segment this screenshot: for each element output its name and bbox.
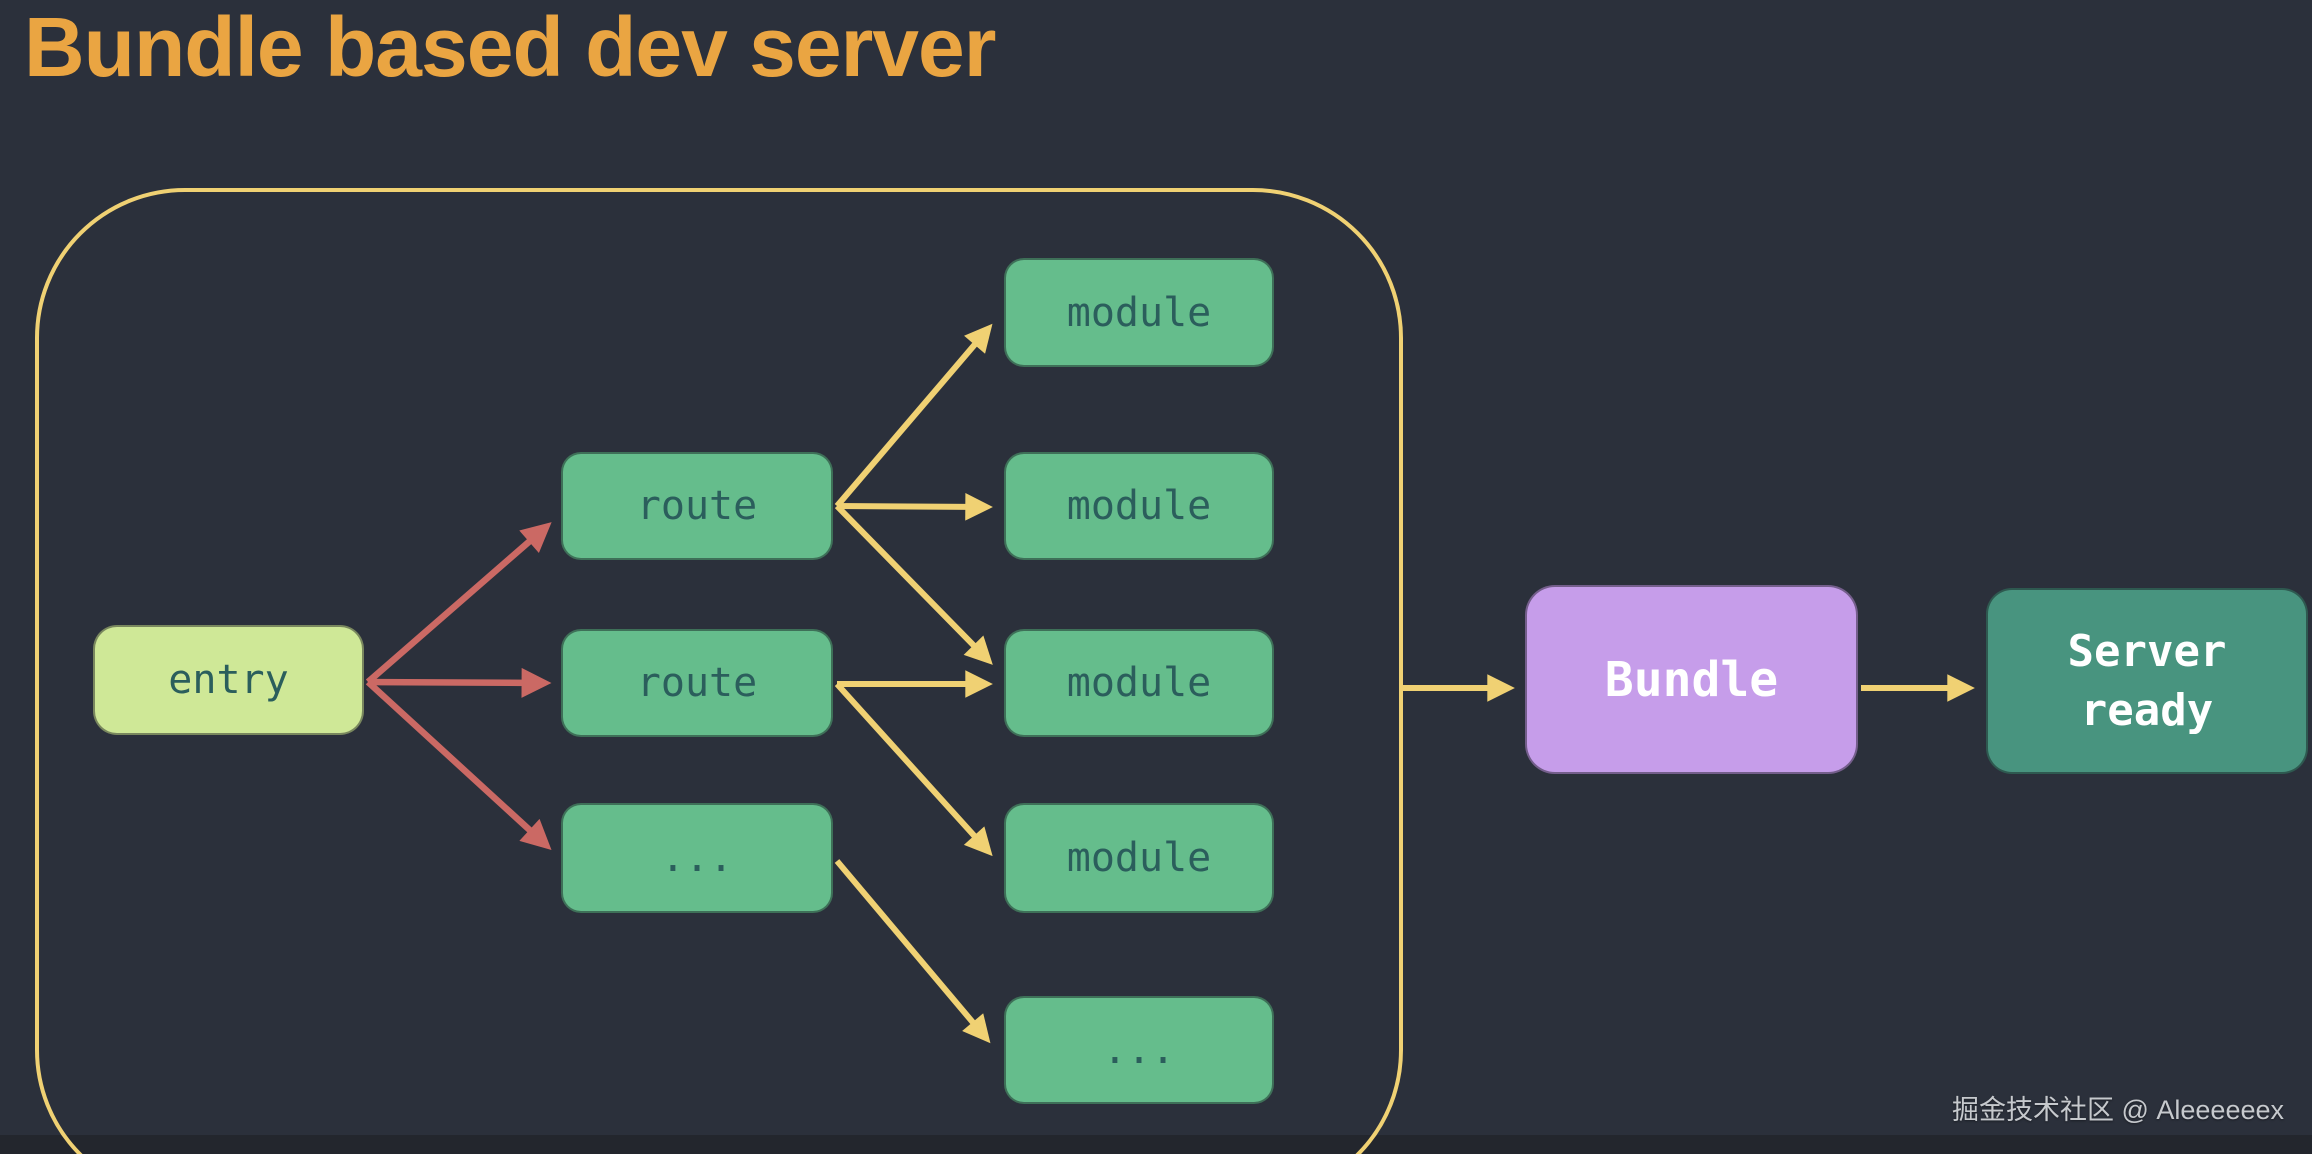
- edge-route-top-module-1: [834, 323, 993, 508]
- node-route-top: route: [561, 452, 833, 560]
- node-route-more: ...: [561, 803, 833, 913]
- edge-route-more-module-more: [834, 859, 991, 1044]
- node-module-2: module: [1004, 452, 1274, 560]
- node-server-ready: Server ready: [1986, 588, 2308, 774]
- node-bundle-label: Bundle: [1604, 651, 1779, 708]
- node-route-more-label: ...: [660, 835, 734, 881]
- node-module-4-label: module: [1066, 835, 1212, 881]
- watermark: 掘金技术社区 @ Aleeeeeex: [1951, 1095, 2284, 1125]
- node-route-mid: route: [561, 629, 833, 737]
- node-route-top-label: route: [636, 483, 758, 529]
- node-entry-label: entry: [168, 657, 289, 703]
- node-module-1-label: module: [1066, 289, 1212, 336]
- edge-route-mid-module-4: [834, 681, 993, 857]
- node-module-4: module: [1004, 803, 1274, 913]
- edge-route-top-module-2: [836, 493, 993, 521]
- node-module-1: module: [1004, 258, 1274, 367]
- node-module-more-label: ...: [1102, 1027, 1176, 1073]
- bottom-bar: [0, 1135, 2312, 1154]
- edge-entry-route-top: [365, 522, 552, 685]
- node-server-ready-label: Server ready: [2067, 625, 2227, 736]
- node-module-2-label: module: [1066, 483, 1212, 529]
- dev-server-frame: [35, 188, 1403, 1154]
- edge-route-top-module-3: [834, 503, 993, 665]
- edge-entry-route-mid: [367, 667, 552, 698]
- edge-entry-route-more: [365, 679, 552, 851]
- node-entry: entry: [93, 625, 364, 735]
- node-module-3: module: [1004, 629, 1274, 737]
- page-title: Bundle based dev server: [24, 0, 996, 94]
- node-route-mid-label: route: [636, 660, 758, 706]
- node-module-3-label: module: [1066, 660, 1212, 706]
- node-bundle: Bundle: [1525, 585, 1858, 774]
- node-module-more: ...: [1004, 996, 1274, 1104]
